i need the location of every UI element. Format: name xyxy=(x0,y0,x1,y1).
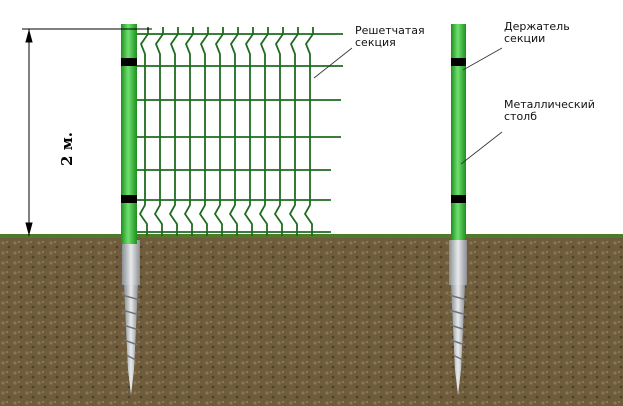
mesh-vertical-wire xyxy=(273,27,284,236)
mesh-vertical-wire xyxy=(228,27,239,236)
label-section-holder: Держатель секции xyxy=(504,21,570,45)
label-line: секции xyxy=(504,32,546,45)
leader-holder xyxy=(462,47,503,71)
label-line: Металлический xyxy=(504,98,595,111)
holder-right-top xyxy=(451,58,466,66)
mesh-vertical-wire xyxy=(258,27,269,236)
mesh-vertical-wire xyxy=(303,27,314,236)
holder-right-bottom xyxy=(451,195,466,203)
holder-left-top xyxy=(121,58,137,66)
mesh-vertical-wire xyxy=(288,27,299,236)
screw-pile-left xyxy=(121,240,141,395)
label-line: Решетчатая xyxy=(355,24,425,37)
label-line: секция xyxy=(355,36,396,49)
post-left xyxy=(121,24,137,244)
mesh-vertical-wire xyxy=(213,27,224,236)
leader-post xyxy=(460,131,503,165)
mesh-section xyxy=(137,27,343,236)
holder-left-bottom xyxy=(121,195,137,203)
height-dimension-label: 2 м. xyxy=(57,132,76,166)
mesh-vertical-wire xyxy=(243,27,254,236)
mesh-vertical-wire xyxy=(183,27,194,236)
mesh-vertical-wire xyxy=(153,27,164,236)
label-line: столб xyxy=(504,110,537,123)
dimension-line xyxy=(22,28,152,236)
screw-pile-right xyxy=(448,240,468,395)
mesh-vertical-wire xyxy=(138,27,149,236)
label-mesh-section: Решетчатая секция xyxy=(355,25,425,49)
leader-section xyxy=(313,47,353,79)
label-metal-post: Металлический столб xyxy=(504,99,595,123)
mesh-vertical-wire xyxy=(198,27,209,236)
ground xyxy=(0,236,623,406)
post-right xyxy=(451,24,466,240)
label-line: Держатель xyxy=(504,20,570,33)
mesh-vertical-wire xyxy=(168,27,179,236)
